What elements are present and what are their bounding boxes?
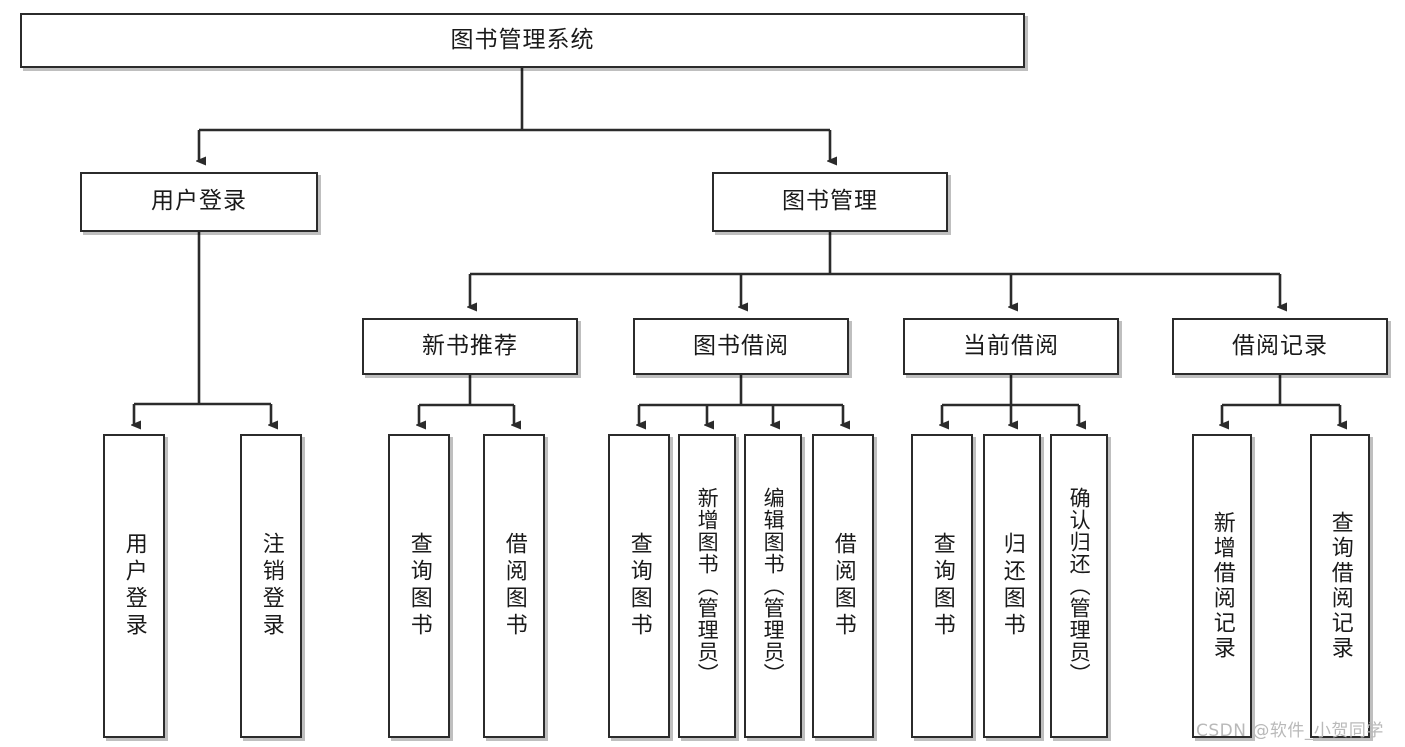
node-root-label: 图书管理系统 bbox=[450, 26, 595, 53]
leaf-query-book-recommend[interactable]: 查询图书 bbox=[388, 434, 450, 738]
leaf-user-login[interactable]: 用户登录 bbox=[103, 434, 165, 738]
leaf-borrow-book-label: 借阅图书 bbox=[830, 532, 856, 640]
leaf-borrow-book-recommend-label: 借阅图书 bbox=[501, 532, 527, 640]
leaf-return-book-label: 归还图书 bbox=[999, 532, 1025, 640]
leaf-query-book-recommend-label: 查询图书 bbox=[406, 532, 432, 640]
node-borrow-record[interactable]: 借阅记录 bbox=[1172, 318, 1388, 375]
node-current-borrow[interactable]: 当前借阅 bbox=[903, 318, 1119, 375]
csdn-watermark: CSDN @软件_小贺同学 bbox=[1196, 721, 1384, 741]
node-book-borrow-label: 图书借阅 bbox=[693, 332, 789, 359]
leaf-borrow-book[interactable]: 借阅图书 bbox=[812, 434, 874, 738]
node-book-management-label: 图书管理 bbox=[782, 188, 878, 215]
node-new-book-recommend-label: 新书推荐 bbox=[422, 332, 518, 359]
leaf-user-logout[interactable]: 注销登录 bbox=[240, 434, 302, 738]
node-borrow-record-label: 借阅记录 bbox=[1232, 332, 1328, 359]
node-book-borrow[interactable]: 图书借阅 bbox=[633, 318, 849, 375]
node-current-borrow-label: 当前借阅 bbox=[963, 332, 1059, 359]
node-user-login-label: 用户登录 bbox=[151, 188, 247, 215]
leaf-query-borrow-record-label: 查询借阅记录 bbox=[1327, 511, 1353, 661]
node-book-management[interactable]: 图书管理 bbox=[712, 172, 948, 232]
node-new-book-recommend[interactable]: 新书推荐 bbox=[362, 318, 578, 375]
leaf-add-borrow-record[interactable]: 新增借阅记录 bbox=[1192, 434, 1252, 738]
leaf-query-book-borrow[interactable]: 查询图书 bbox=[608, 434, 670, 738]
leaf-edit-book-admin[interactable]: 编辑图书（管理员） bbox=[744, 434, 802, 738]
leaf-query-borrow-record[interactable]: 查询借阅记录 bbox=[1310, 434, 1370, 738]
leaf-add-borrow-record-label: 新增借阅记录 bbox=[1209, 511, 1235, 661]
leaf-user-login-label: 用户登录 bbox=[121, 532, 147, 640]
leaf-confirm-return-admin-label: 确认归还（管理员） bbox=[1067, 487, 1092, 685]
leaf-return-book[interactable]: 归还图书 bbox=[983, 434, 1041, 738]
leaf-borrow-book-recommend[interactable]: 借阅图书 bbox=[483, 434, 545, 738]
leaf-add-book-admin[interactable]: 新增图书（管理员） bbox=[678, 434, 736, 738]
node-root[interactable]: 图书管理系统 bbox=[20, 13, 1025, 68]
leaf-query-book-current-label: 查询图书 bbox=[929, 532, 955, 640]
leaf-add-book-admin-label: 新增图书（管理员） bbox=[695, 487, 720, 685]
node-user-login[interactable]: 用户登录 bbox=[80, 172, 318, 232]
leaf-user-logout-label: 注销登录 bbox=[258, 532, 284, 640]
leaf-confirm-return-admin[interactable]: 确认归还（管理员） bbox=[1050, 434, 1108, 738]
leaf-query-book-borrow-label: 查询图书 bbox=[626, 532, 652, 640]
leaf-query-book-current[interactable]: 查询图书 bbox=[911, 434, 973, 738]
leaf-edit-book-admin-label: 编辑图书（管理员） bbox=[761, 487, 786, 685]
